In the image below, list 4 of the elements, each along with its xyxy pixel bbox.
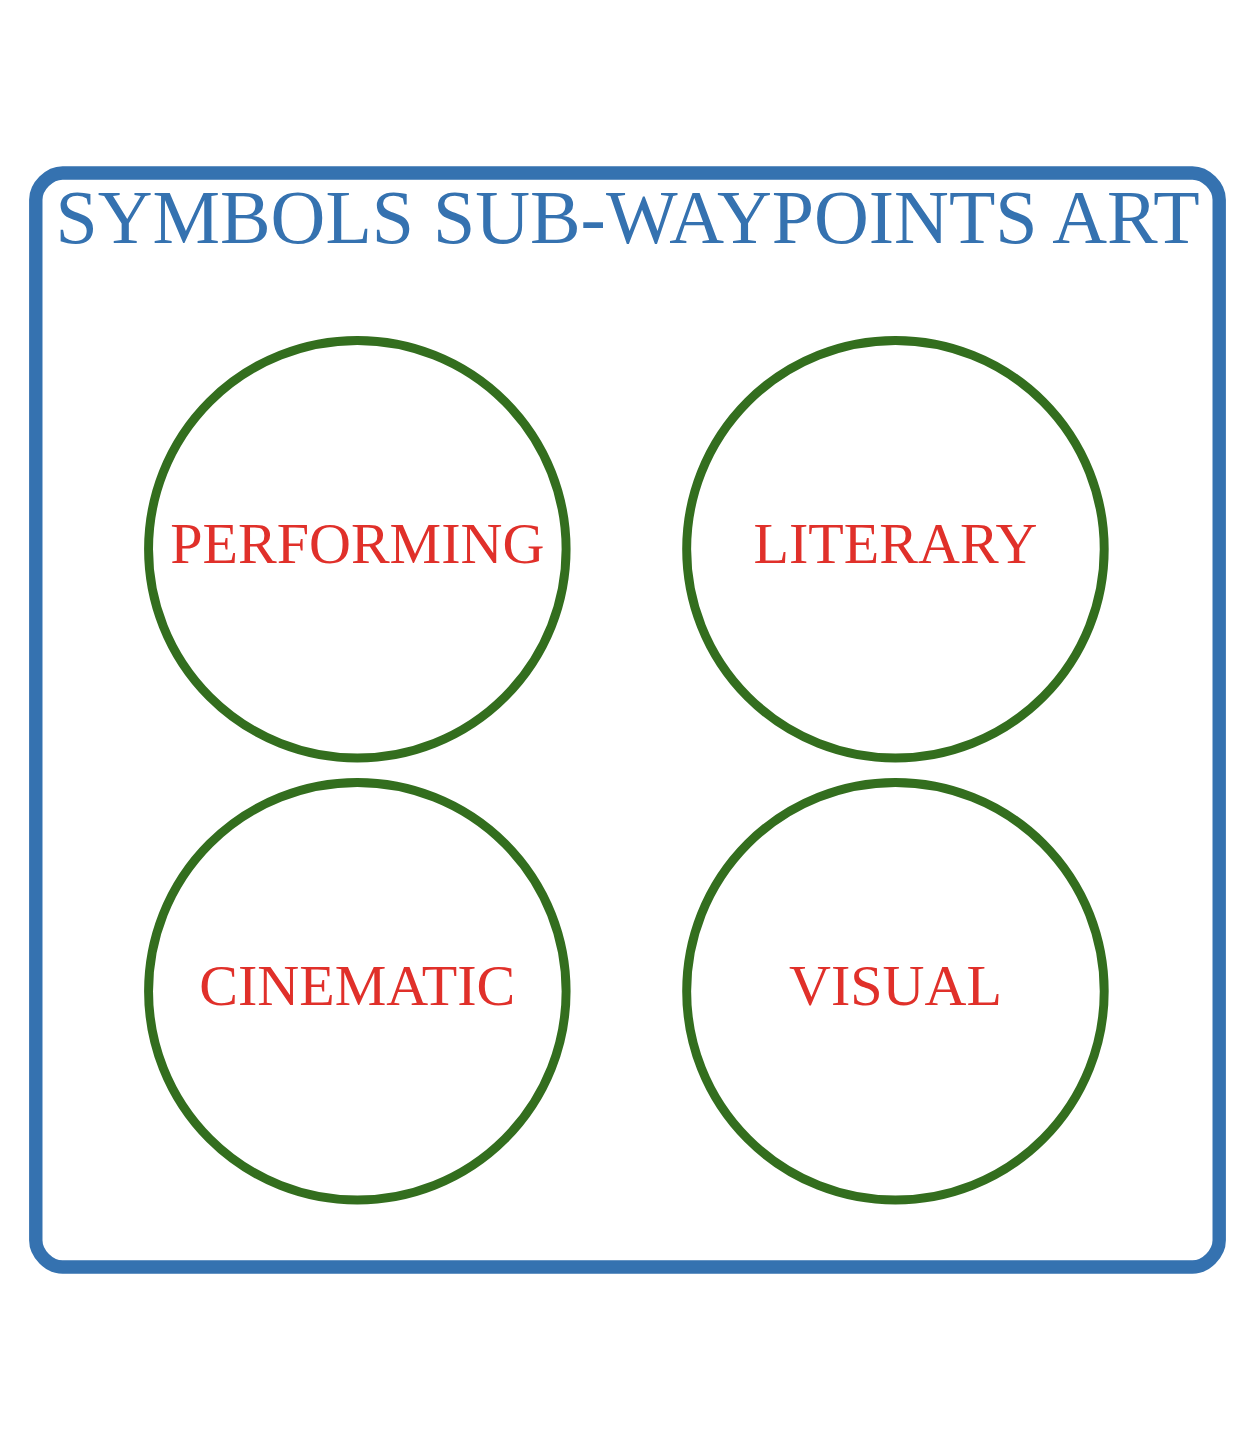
node-circle: VISUAL [681, 778, 1109, 1205]
node-circle: CINEMATIC [143, 778, 571, 1205]
node-circle: PERFORMING [143, 335, 571, 763]
node-circle: LITERARY [681, 335, 1109, 763]
